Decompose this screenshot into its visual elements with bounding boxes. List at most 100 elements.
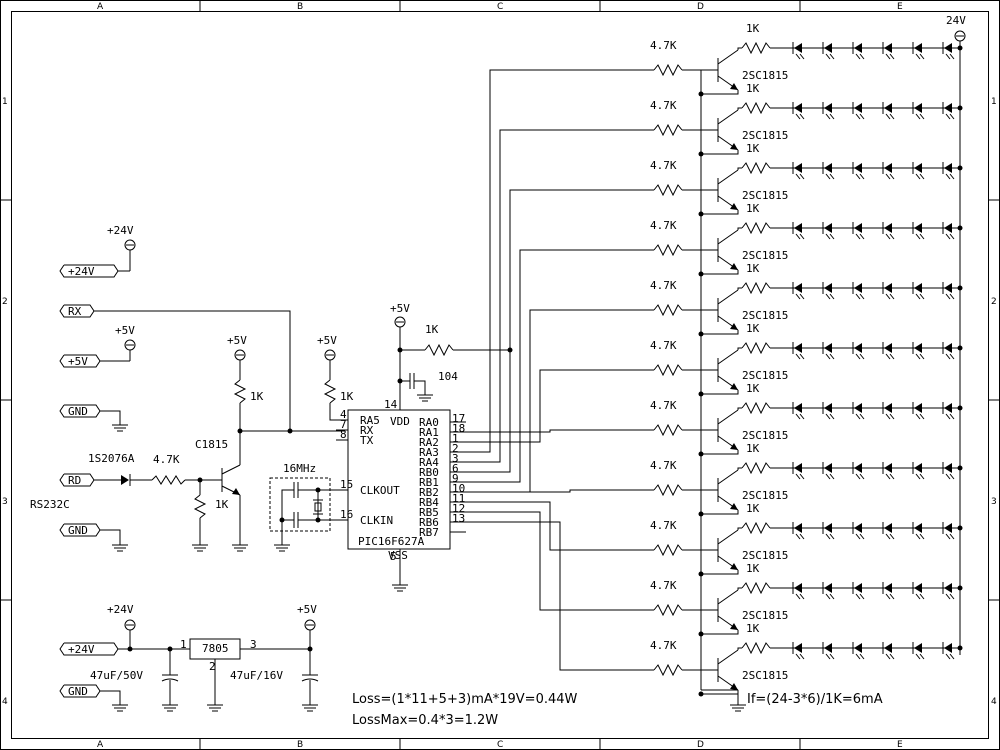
base-resistor	[653, 123, 683, 137]
led	[854, 103, 862, 113]
resistor-label: 4.7K	[153, 453, 180, 466]
port-label: RD	[68, 474, 81, 487]
reg-pin: 3	[250, 638, 257, 651]
wire	[737, 167, 742, 170]
signal-wire	[466, 501, 640, 551]
led-emission	[885, 113, 891, 120]
led	[824, 223, 832, 233]
regulator-label: 7805	[202, 642, 229, 655]
led-emission	[945, 353, 951, 360]
led	[824, 163, 832, 173]
led-resistor	[741, 341, 771, 355]
led-emission	[949, 413, 955, 420]
mcu-pin-name: RB2	[419, 486, 439, 499]
mcu-pin-name: CLKOUT	[360, 484, 400, 497]
led	[854, 283, 862, 293]
transistor-label: 2SC1815	[742, 189, 788, 202]
led-emission	[945, 473, 951, 480]
led-resistor-label: 1K	[746, 142, 760, 155]
led	[854, 403, 862, 413]
led	[944, 223, 952, 233]
led-emission	[855, 113, 861, 120]
led-resistor	[741, 101, 771, 115]
led-emission	[855, 53, 861, 60]
mcu-pin-name: RA4	[419, 456, 439, 469]
led-emission	[885, 533, 891, 540]
led	[824, 403, 832, 413]
led-emission	[919, 533, 925, 540]
junction	[698, 91, 704, 97]
mcu-pin-name: RA0	[419, 416, 439, 429]
led-emission	[859, 353, 865, 360]
led-resistor-label: 1K	[746, 562, 760, 575]
wire	[737, 227, 742, 230]
led-emission	[829, 233, 835, 240]
led	[944, 523, 952, 533]
rail-label: +5V	[115, 324, 135, 337]
led	[914, 463, 922, 473]
led-emission	[795, 293, 801, 300]
led	[914, 43, 922, 53]
led-emission	[795, 113, 801, 120]
led-emission	[919, 173, 925, 180]
led-resistor	[741, 41, 771, 55]
frame-col-label: C	[497, 740, 503, 750]
mcu-pin-number: 6	[452, 462, 459, 475]
led-resistor-label: 1K	[746, 82, 760, 95]
mcu-pin-name: RB0	[419, 466, 439, 479]
led-resistor-label: 1K	[746, 262, 760, 275]
base-resistor-label: 4.7K	[650, 39, 677, 52]
led-emission	[795, 353, 801, 360]
junction	[957, 345, 963, 351]
rail-label: +24V	[107, 224, 134, 237]
led-emission	[855, 653, 861, 660]
mcu-pin-name: RX	[360, 424, 374, 437]
crystal-label: 16MHz	[283, 462, 316, 475]
led-emission	[915, 653, 921, 660]
base-resistor	[653, 183, 683, 197]
led-emission	[885, 473, 891, 480]
led-emission	[949, 533, 955, 540]
frame-row-label: 4	[991, 697, 997, 707]
transistor-collector	[717, 109, 739, 125]
led-emission	[919, 293, 925, 300]
led	[854, 643, 862, 653]
led-emission	[915, 293, 921, 300]
led-emission	[889, 293, 895, 300]
base-resistor	[653, 363, 683, 377]
mcu-pin5: 5	[390, 550, 397, 563]
transistor-collector	[717, 289, 739, 305]
led	[794, 523, 802, 533]
led-emission	[915, 593, 921, 600]
junction	[957, 405, 963, 411]
led	[944, 43, 952, 53]
base-resistor-label: 4.7K	[650, 519, 677, 532]
signal-wire	[466, 489, 640, 493]
crystal-section: 16MHz	[269, 462, 348, 552]
transistor-collector	[717, 349, 739, 365]
led	[794, 583, 802, 593]
led-emission	[855, 593, 861, 600]
led	[824, 583, 832, 593]
mcu-pin-name: RA5	[360, 414, 380, 427]
led-emission	[885, 233, 891, 240]
base-resistor	[653, 423, 683, 437]
led-emission	[859, 533, 865, 540]
transistor-collector	[717, 169, 739, 185]
mcu-pin-name: RB5	[419, 506, 439, 519]
led-emission	[859, 173, 865, 180]
led-emission	[855, 233, 861, 240]
transistor-label: 2SC1815	[742, 609, 788, 622]
transistor-label: 2SC1815	[742, 309, 788, 322]
led	[824, 523, 832, 533]
led-emission	[829, 173, 835, 180]
power-supply: +24V +24V 47uF/50V 1 7805 3 2 +5V 47uF/1…	[59, 603, 319, 712]
led	[944, 463, 952, 473]
signal-wire	[466, 369, 640, 443]
led	[944, 283, 952, 293]
rail-label: 24V	[946, 14, 966, 27]
led-emission	[799, 113, 805, 120]
led-emission	[855, 353, 861, 360]
led-emission	[795, 233, 801, 240]
